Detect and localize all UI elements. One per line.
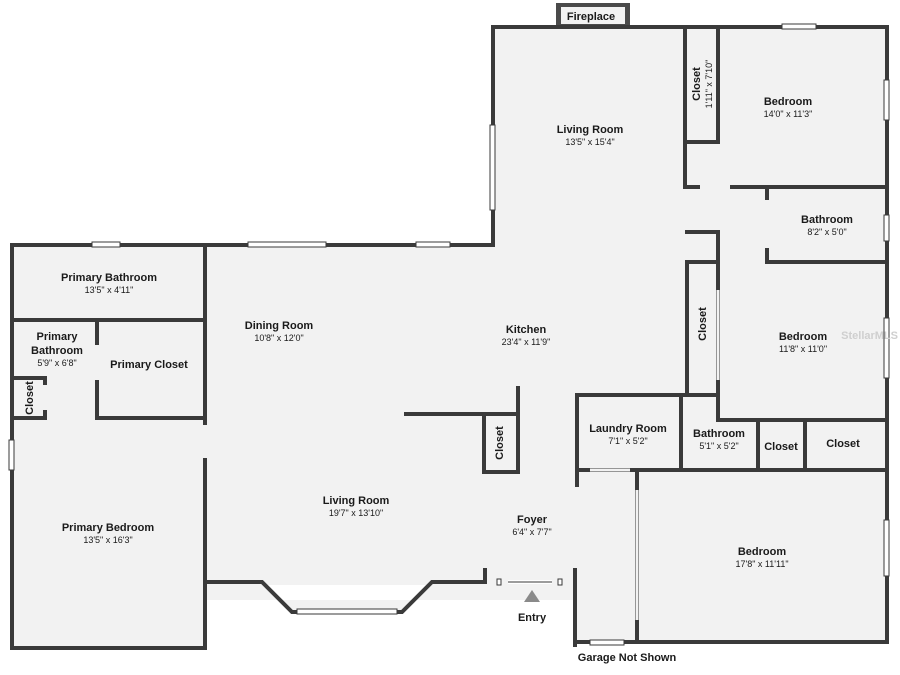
- primary-bedroom-name: Primary Bedroom: [62, 522, 155, 534]
- laundry-room-dim: 7'1" x 5'2": [608, 436, 647, 446]
- primary-bathroom-2-line2: Bathroom: [31, 345, 83, 357]
- bathroom-2-name: Bathroom: [693, 428, 745, 440]
- closet-b-name: Closet: [826, 438, 860, 450]
- windows: [8, 23, 890, 646]
- entry-arrow-icon: [524, 590, 540, 602]
- dining-room-name: Dining Room: [245, 320, 314, 332]
- bathroom-1-dim: 8'2" x 5'0": [807, 227, 846, 237]
- closet-b1-dim: 1'11" x 7'10": [704, 60, 714, 109]
- bedroom-2-dim: 11'8" x 11'0": [779, 344, 827, 354]
- garage-note: Garage Not Shown: [578, 652, 677, 664]
- primary-bathroom-2-dim: 5'9" x 6'8": [37, 358, 76, 368]
- fireplace-label: Fireplace: [567, 11, 615, 23]
- dining-room-dim: 10'8" x 12'0": [254, 333, 303, 343]
- primary-bathroom-name: Primary Bathroom: [61, 272, 157, 284]
- bedroom-2-name: Bedroom: [779, 331, 828, 343]
- foyer-name: Foyer: [517, 514, 548, 526]
- bathroom-2-dim: 5'1" x 5'2": [699, 441, 738, 451]
- closet-pb-name: Closet: [24, 381, 36, 415]
- kitchen-name: Kitchen: [506, 324, 547, 336]
- primary-bathroom-2-line1: Primary: [37, 331, 79, 343]
- primary-bathroom-dim: 13'5" x 4'11": [85, 285, 134, 295]
- living-room-upper-dim: 13'5" x 15'4": [565, 137, 614, 147]
- primary-closet-name: Primary Closet: [110, 359, 188, 371]
- living-room-main-dim: 19'7" x 13'10": [329, 508, 383, 518]
- room-labels: Living Room 13'5" x 15'4" Bedroom 14'0" …: [24, 60, 860, 569]
- bathroom-1-name: Bathroom: [801, 214, 853, 226]
- closet-b1-name: Closet: [691, 67, 703, 101]
- bedroom-1-dim: 14'0" x 11'3": [764, 109, 813, 119]
- closet-kitchen-name: Closet: [494, 426, 506, 460]
- primary-bedroom-dim: 13'5" x 16'3": [83, 535, 132, 545]
- closet-a-name: Closet: [764, 441, 798, 453]
- bedroom-3-dim: 17'8" x 11'11": [735, 559, 788, 569]
- entry-label: Entry: [518, 612, 547, 624]
- closet-b2-name: Closet: [697, 307, 709, 341]
- kitchen-dim: 23'4" x 11'9": [502, 337, 551, 347]
- living-room-upper-name: Living Room: [557, 124, 624, 136]
- fireplace: Fireplace: [556, 3, 630, 27]
- bedroom-3-name: Bedroom: [738, 546, 787, 558]
- watermark: StellarMLS: [841, 330, 898, 342]
- foyer-dim: 6'4" x 7'7": [512, 527, 551, 537]
- bedroom-1-name: Bedroom: [764, 96, 813, 108]
- living-room-main-name: Living Room: [323, 495, 390, 507]
- laundry-room-name: Laundry Room: [589, 423, 667, 435]
- entry-marker: Entry: [518, 590, 547, 624]
